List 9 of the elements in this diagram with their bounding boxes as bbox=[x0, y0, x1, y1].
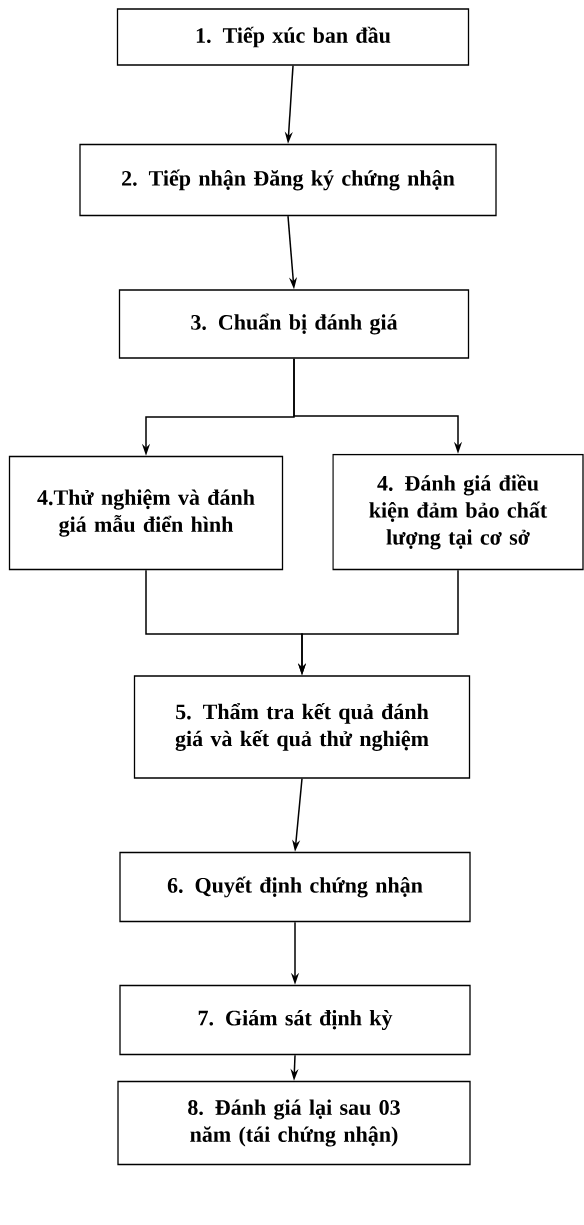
process-box: 4. Đánh giá điều kiện đảm bảo chất lượng tại cơ sở bbox=[332, 453, 584, 571]
process-box: 1. Tiếp xúc ban đầu bbox=[116, 8, 470, 66]
process-box: 5. Thẩm tra kết quả đánh giá và kết quả thử nghiệm bbox=[133, 675, 471, 779]
process-box: 2. Tiếp nhận Đăng ký chứng nhận bbox=[79, 143, 497, 217]
process-box: 6. Quyết định chứng nhận bbox=[119, 851, 471, 923]
process-box: 4.Thử nghiệm và đánh giá mẫu điển hình bbox=[8, 455, 284, 571]
process-box: 7. Giám sát định kỳ bbox=[119, 984, 471, 1056]
process-box: 3. Chuẩn bị đánh giá bbox=[118, 289, 470, 359]
process-box: 8. Đánh giá lại sau 03 năm (tái chứng nhận) bbox=[117, 1080, 471, 1166]
